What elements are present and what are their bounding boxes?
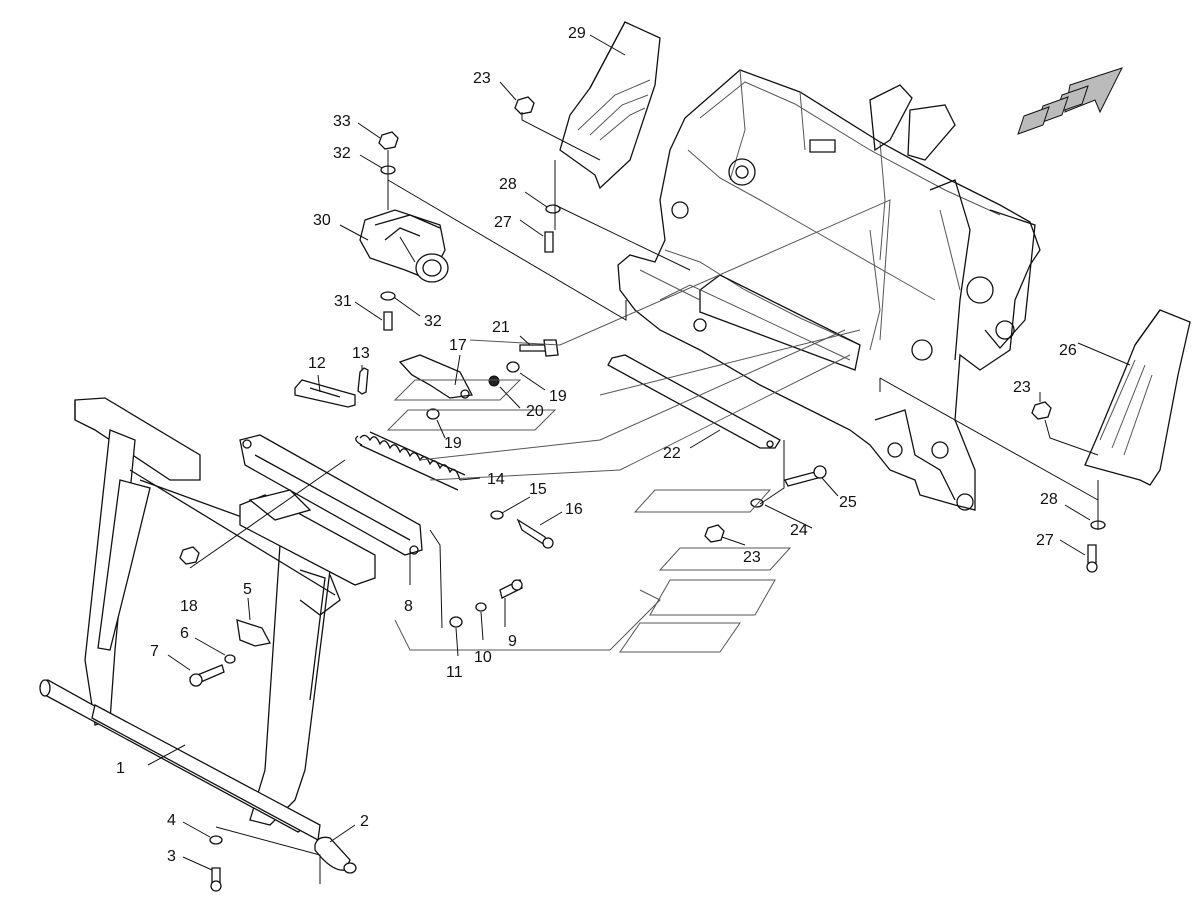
callout-23-top: 23 [473, 70, 491, 87]
callout-11: 11 [446, 664, 463, 681]
callout-3: 3 [167, 848, 176, 865]
callout-20: 20 [526, 403, 544, 420]
callout-29: 29 [568, 25, 586, 42]
bracket-30 [359, 209, 449, 283]
fasteners [179, 96, 1106, 892]
cover-plate-26 [1084, 309, 1191, 486]
callout-labels: 1 2 3 4 5 6 7 8 9 10 11 12 13 14 15 16 1… [116, 25, 1077, 865]
callout-2: 2 [360, 813, 369, 830]
callout-10: 10 [474, 649, 492, 666]
callout-6: 6 [180, 625, 189, 642]
cross-tube-8 [239, 434, 423, 616]
callout-13: 13 [352, 345, 370, 362]
callout-1: 1 [116, 760, 125, 777]
callout-21: 21 [492, 319, 510, 336]
callout-26: 26 [1059, 342, 1077, 359]
leader-lines [147, 34, 1131, 884]
callout-8: 8 [404, 598, 413, 615]
callout-19-upper: 19 [549, 388, 567, 405]
callout-9: 9 [508, 633, 517, 650]
callout-25: 25 [839, 494, 857, 511]
plate-17 [398, 354, 474, 399]
link-12 [294, 379, 356, 408]
callout-33: 33 [333, 113, 351, 130]
main-frame [617, 69, 1041, 511]
lift-frame-1 [39, 397, 361, 842]
callout-17: 17 [449, 337, 467, 354]
decal-outlines [386, 199, 891, 653]
forward-direction-arrow-icon [1017, 67, 1123, 135]
spring-14 [355, 431, 466, 491]
callout-31: 31 [334, 293, 352, 310]
callout-4: 4 [167, 812, 176, 829]
callout-5: 5 [243, 581, 252, 598]
callout-18: 18 [180, 598, 198, 615]
callout-24: 24 [790, 522, 808, 539]
callout-32-lower: 32 [424, 313, 442, 330]
callout-12: 12 [308, 355, 326, 372]
callout-19-lower: 19 [444, 435, 462, 452]
callout-28-top: 28 [499, 176, 517, 193]
callout-14: 14 [487, 471, 505, 488]
callout-16: 16 [565, 501, 583, 518]
plate-22 [607, 354, 781, 449]
callout-22: 22 [663, 445, 681, 462]
callout-23-right: 23 [1013, 379, 1031, 396]
cover-plate-29 [559, 21, 661, 190]
callout-23-mid: 23 [743, 549, 761, 566]
callout-30: 30 [313, 212, 331, 229]
callout-27-right: 27 [1036, 532, 1054, 549]
callout-32-upper: 32 [333, 145, 351, 162]
callout-27-top: 27 [494, 214, 512, 231]
pin-13 [357, 367, 369, 395]
callout-15: 15 [529, 481, 547, 498]
callout-28-right: 28 [1040, 491, 1058, 508]
callout-7: 7 [150, 643, 159, 660]
